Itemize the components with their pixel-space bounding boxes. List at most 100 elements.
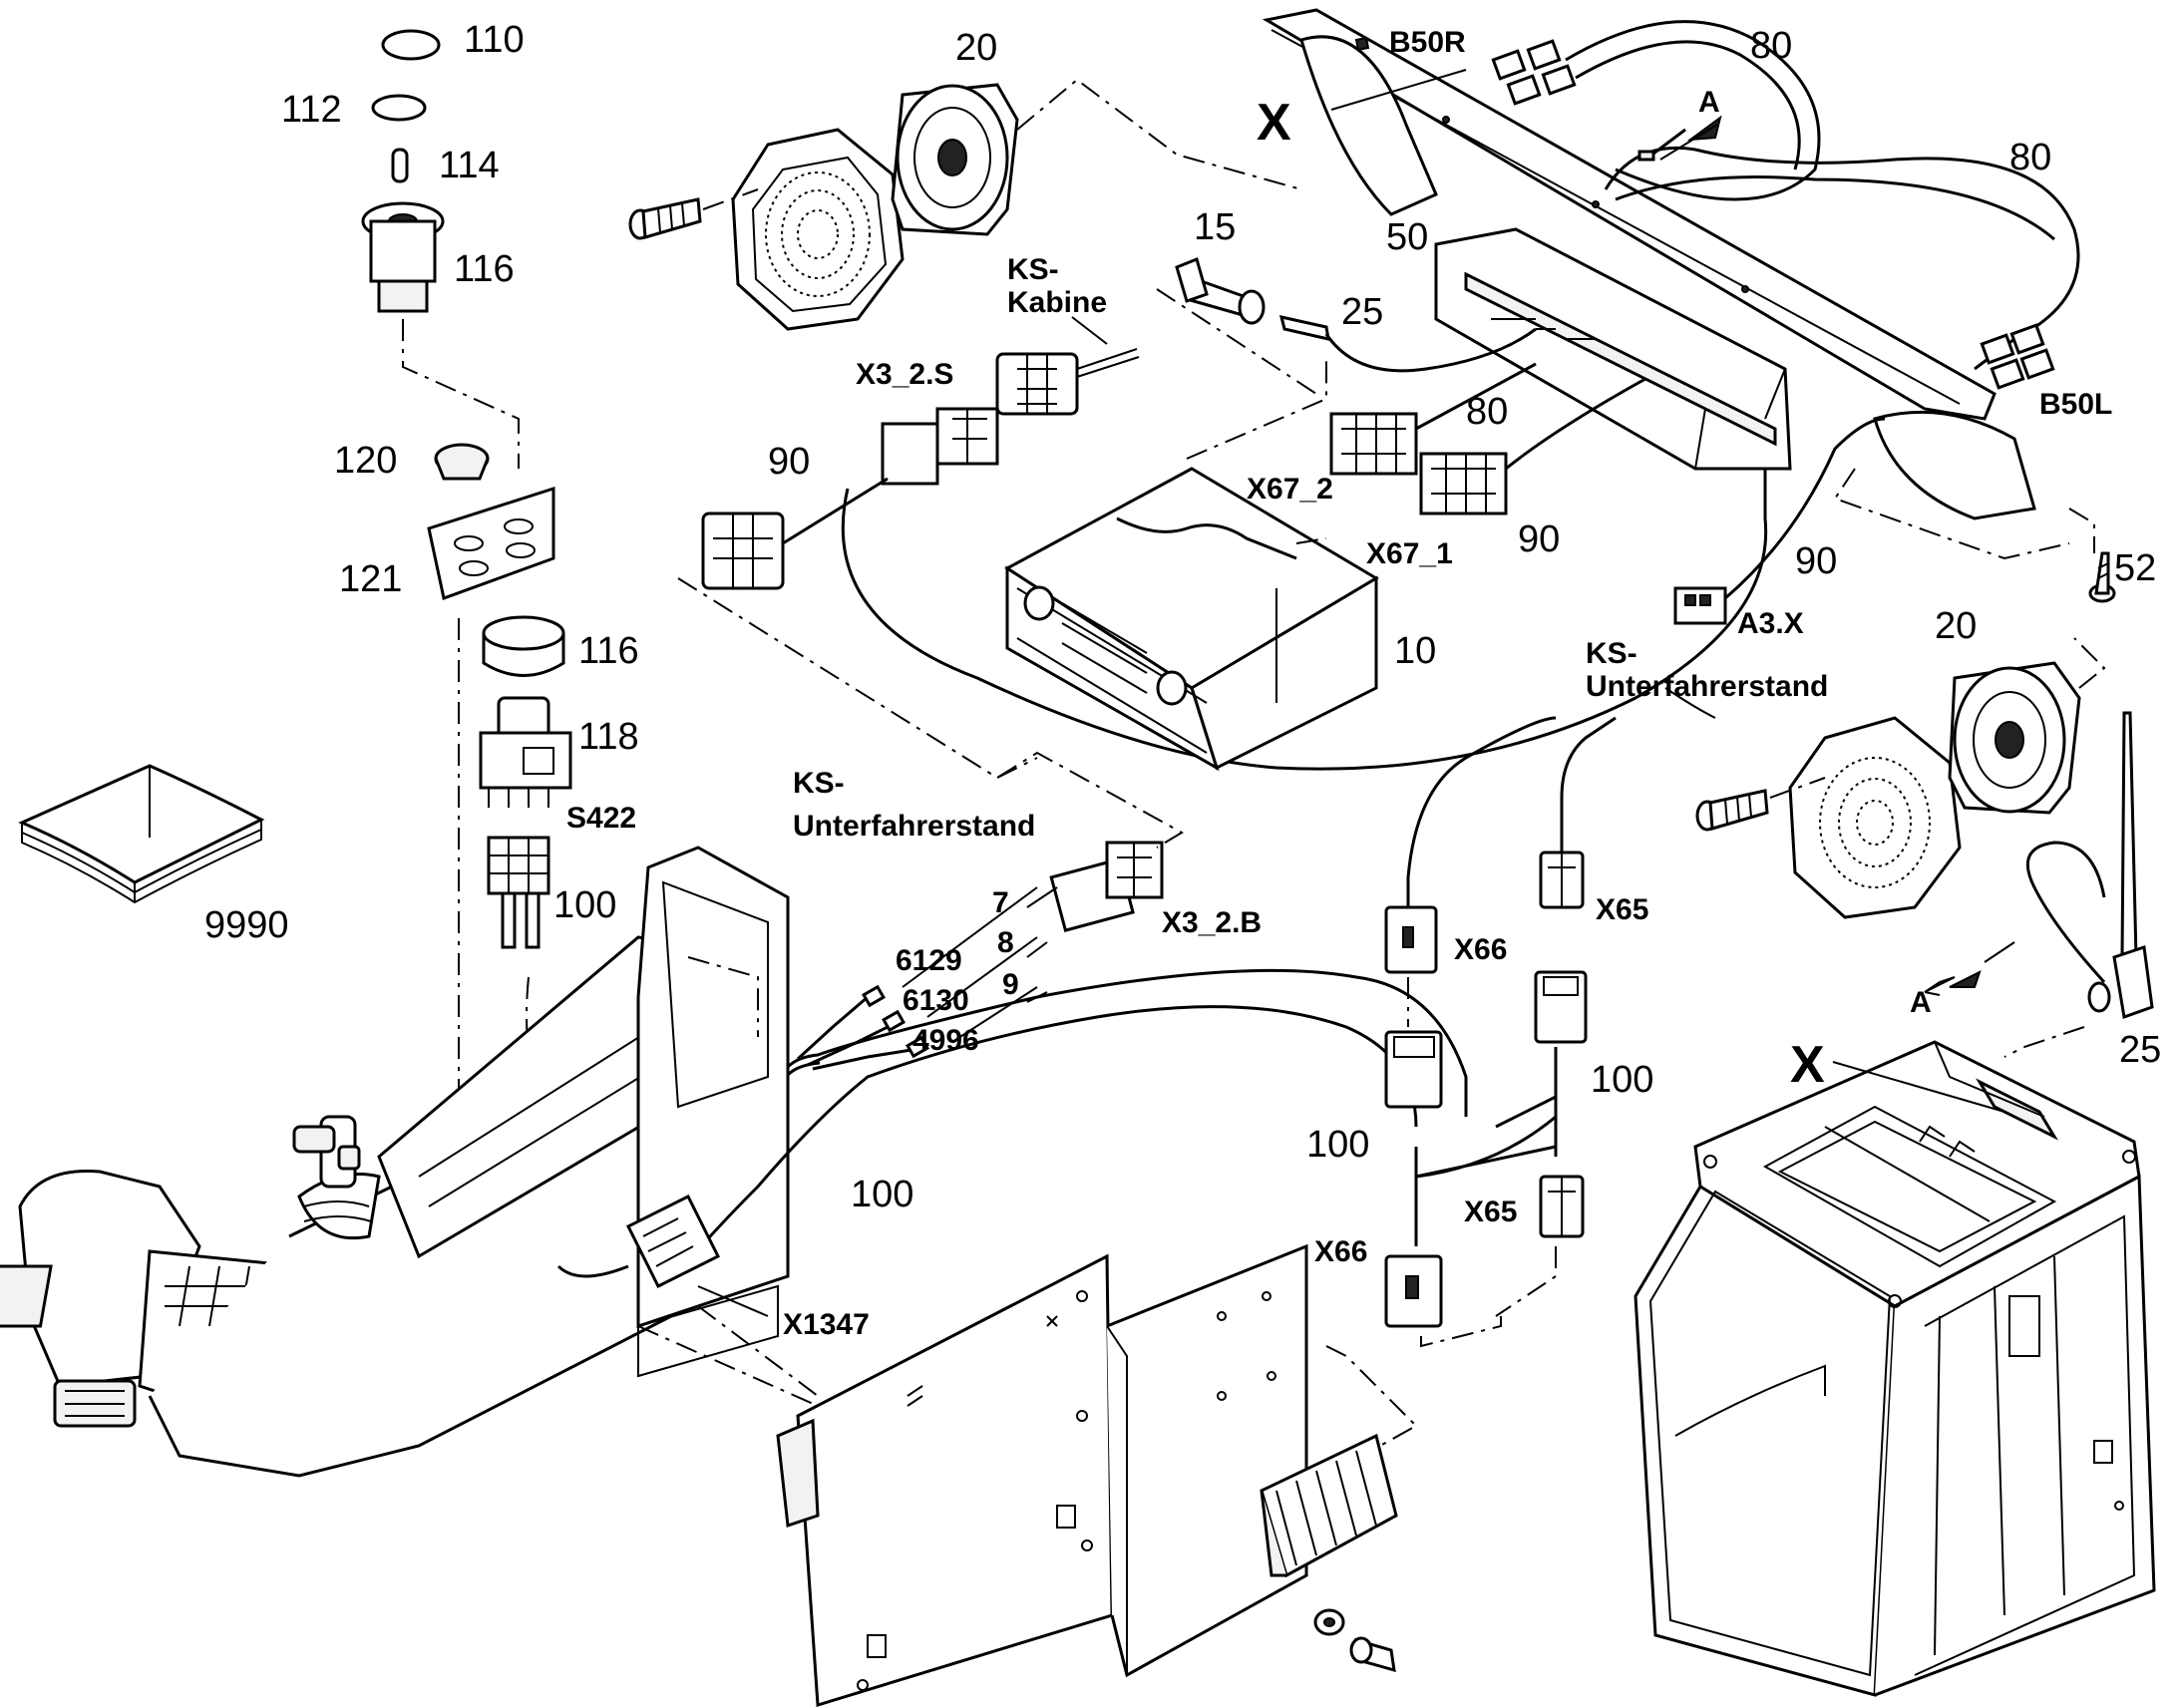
label-50: 50 [1386, 216, 1428, 258]
dash-x3-2-b [677, 577, 1185, 849]
joystick [292, 1115, 381, 1240]
connector-x65-upper [1539, 716, 1617, 909]
frame-121 [427, 486, 555, 600]
label-a3x: A3.X [1737, 607, 1804, 640]
label-90-right: 90 [1795, 540, 1837, 582]
label-116-top: 116 [454, 248, 515, 290]
module-heatsink [1260, 1433, 1398, 1578]
screw-washer-module [1313, 1608, 1396, 1673]
label-80-right: 80 [2009, 137, 2051, 178]
harness-90-loop [841, 469, 1768, 771]
label-9990: 9990 [204, 904, 289, 946]
label-ks-unterfahrerstand-3: KS- [793, 767, 845, 800]
connector-x65-lower [1539, 1175, 1585, 1238]
label-x67-1: X67_1 [1366, 537, 1453, 570]
antenna-25 [1984, 711, 2154, 1058]
label-116-ring: 116 [578, 630, 639, 672]
label-20-right: 20 [1935, 605, 1977, 647]
x67-callout-dash [1295, 537, 1327, 544]
leader-lines [1071, 316, 1716, 719]
label-110: 110 [464, 19, 525, 61]
connector-x66-mid [1384, 1030, 1443, 1109]
label-wire-6130: 6130 [903, 984, 969, 1017]
label-x66-upper: X66 [1454, 933, 1507, 966]
cab-frame [1634, 1040, 2156, 1697]
connector-x67-1 [1419, 377, 1646, 515]
roof-panel [1262, 8, 2036, 520]
label-ks-unterfahrerstand-4: Unterfahrerstand [793, 810, 1035, 843]
label-90-mid: 90 [1518, 518, 1560, 560]
x66-lower-dash [1420, 1316, 1502, 1348]
label-121: 121 [339, 558, 402, 600]
label-wire-6129: 6129 [896, 944, 962, 977]
keypad-grid [0, 1264, 274, 1328]
label-25-antenna: 25 [2119, 1029, 2161, 1071]
speaker-driver-right [1948, 661, 2081, 815]
label-20-left: 20 [955, 27, 997, 69]
label-ks-kabine-1: KS- [1007, 253, 1059, 286]
plug-s422 [487, 836, 550, 949]
speaker-driver [891, 83, 1019, 236]
connector-x66-lower [1384, 1254, 1443, 1328]
adapter-callout-dash [1156, 288, 1317, 395]
harness-100 [686, 886, 1558, 1262]
label-10: 10 [1394, 630, 1436, 672]
label-b50r: B50R [1389, 26, 1466, 59]
screw-right-speaker [1695, 789, 1769, 832]
label-arrow-a-top: A [1698, 86, 1720, 119]
label-25-cable: 25 [1341, 291, 1383, 333]
label-90-left: 90 [768, 441, 810, 483]
plug-b50l [1980, 323, 2055, 390]
label-view-x-top: X [1257, 94, 1291, 152]
view-x-cab-leader [1832, 1061, 2005, 1113]
arrow-a-top-head [1686, 115, 1722, 142]
label-x66-lower: X66 [1314, 1235, 1367, 1268]
label-15: 15 [1194, 206, 1236, 248]
arrow-a-antenna-head [1949, 970, 1982, 988]
label-100-harness-right: 100 [1591, 1059, 1653, 1101]
radio-10 [1004, 467, 1379, 772]
view-x-top-leader [1330, 69, 1467, 111]
cap-120 [434, 443, 490, 481]
label-ks-kabine-2: Kabine [1007, 286, 1107, 319]
ring-116 [482, 615, 565, 677]
x65-lower-dash [1495, 1246, 1557, 1317]
label-pin-7: 7 [992, 886, 1009, 919]
label-view-x-cab: X [1790, 1036, 1825, 1094]
label-ks-unterfahrerstand-2: Unterfahrerstand [1586, 670, 1828, 703]
manual-book-9990 [18, 764, 265, 904]
connector-x67-2 [1329, 362, 1537, 476]
label-s422: S422 [566, 802, 636, 835]
roof-dash-52 [1833, 468, 2070, 560]
label-x1347: X1347 [783, 1308, 870, 1341]
label-arrow-a-antenna: A [1910, 986, 1932, 1019]
label-100-switch: 100 [553, 884, 616, 926]
label-100-harness-left: 100 [1306, 1124, 1369, 1166]
operator-console [0, 846, 790, 1478]
ks-kabine-plug [995, 348, 1140, 416]
part-labels: 110 112 114 116 120 121 116 118 S422 100… [204, 19, 2161, 1341]
label-pin-8: 8 [997, 926, 1014, 959]
label-x3-2-b: X3_2.B [1162, 906, 1262, 939]
radio-callout-dash [1186, 359, 1327, 460]
screw-left-speaker [628, 197, 702, 240]
label-ks-unterfahrerstand-1: KS- [1586, 637, 1637, 670]
antenna-adapter-15 [1175, 256, 1266, 325]
speaker-grille-right [1788, 716, 1962, 919]
lens-112 [371, 94, 427, 122]
screw-52 [2068, 508, 2116, 603]
switch-assembly [361, 29, 599, 1158]
connector-x65-mid [1534, 970, 1588, 1044]
cap-110 [381, 29, 441, 61]
mounting-plate [776, 1243, 1308, 1707]
connector-x3-2-s [881, 407, 999, 486]
label-118: 118 [578, 716, 639, 758]
label-x65-lower: X65 [1464, 1196, 1517, 1228]
label-112: 112 [281, 89, 342, 131]
label-52: 52 [2114, 547, 2156, 589]
label-80-top: 80 [1750, 25, 1792, 67]
label-x3-2-s: X3_2.S [856, 358, 953, 391]
arrow-a-antenna [1924, 976, 1956, 996]
label-80-mid: 80 [1466, 391, 1508, 433]
